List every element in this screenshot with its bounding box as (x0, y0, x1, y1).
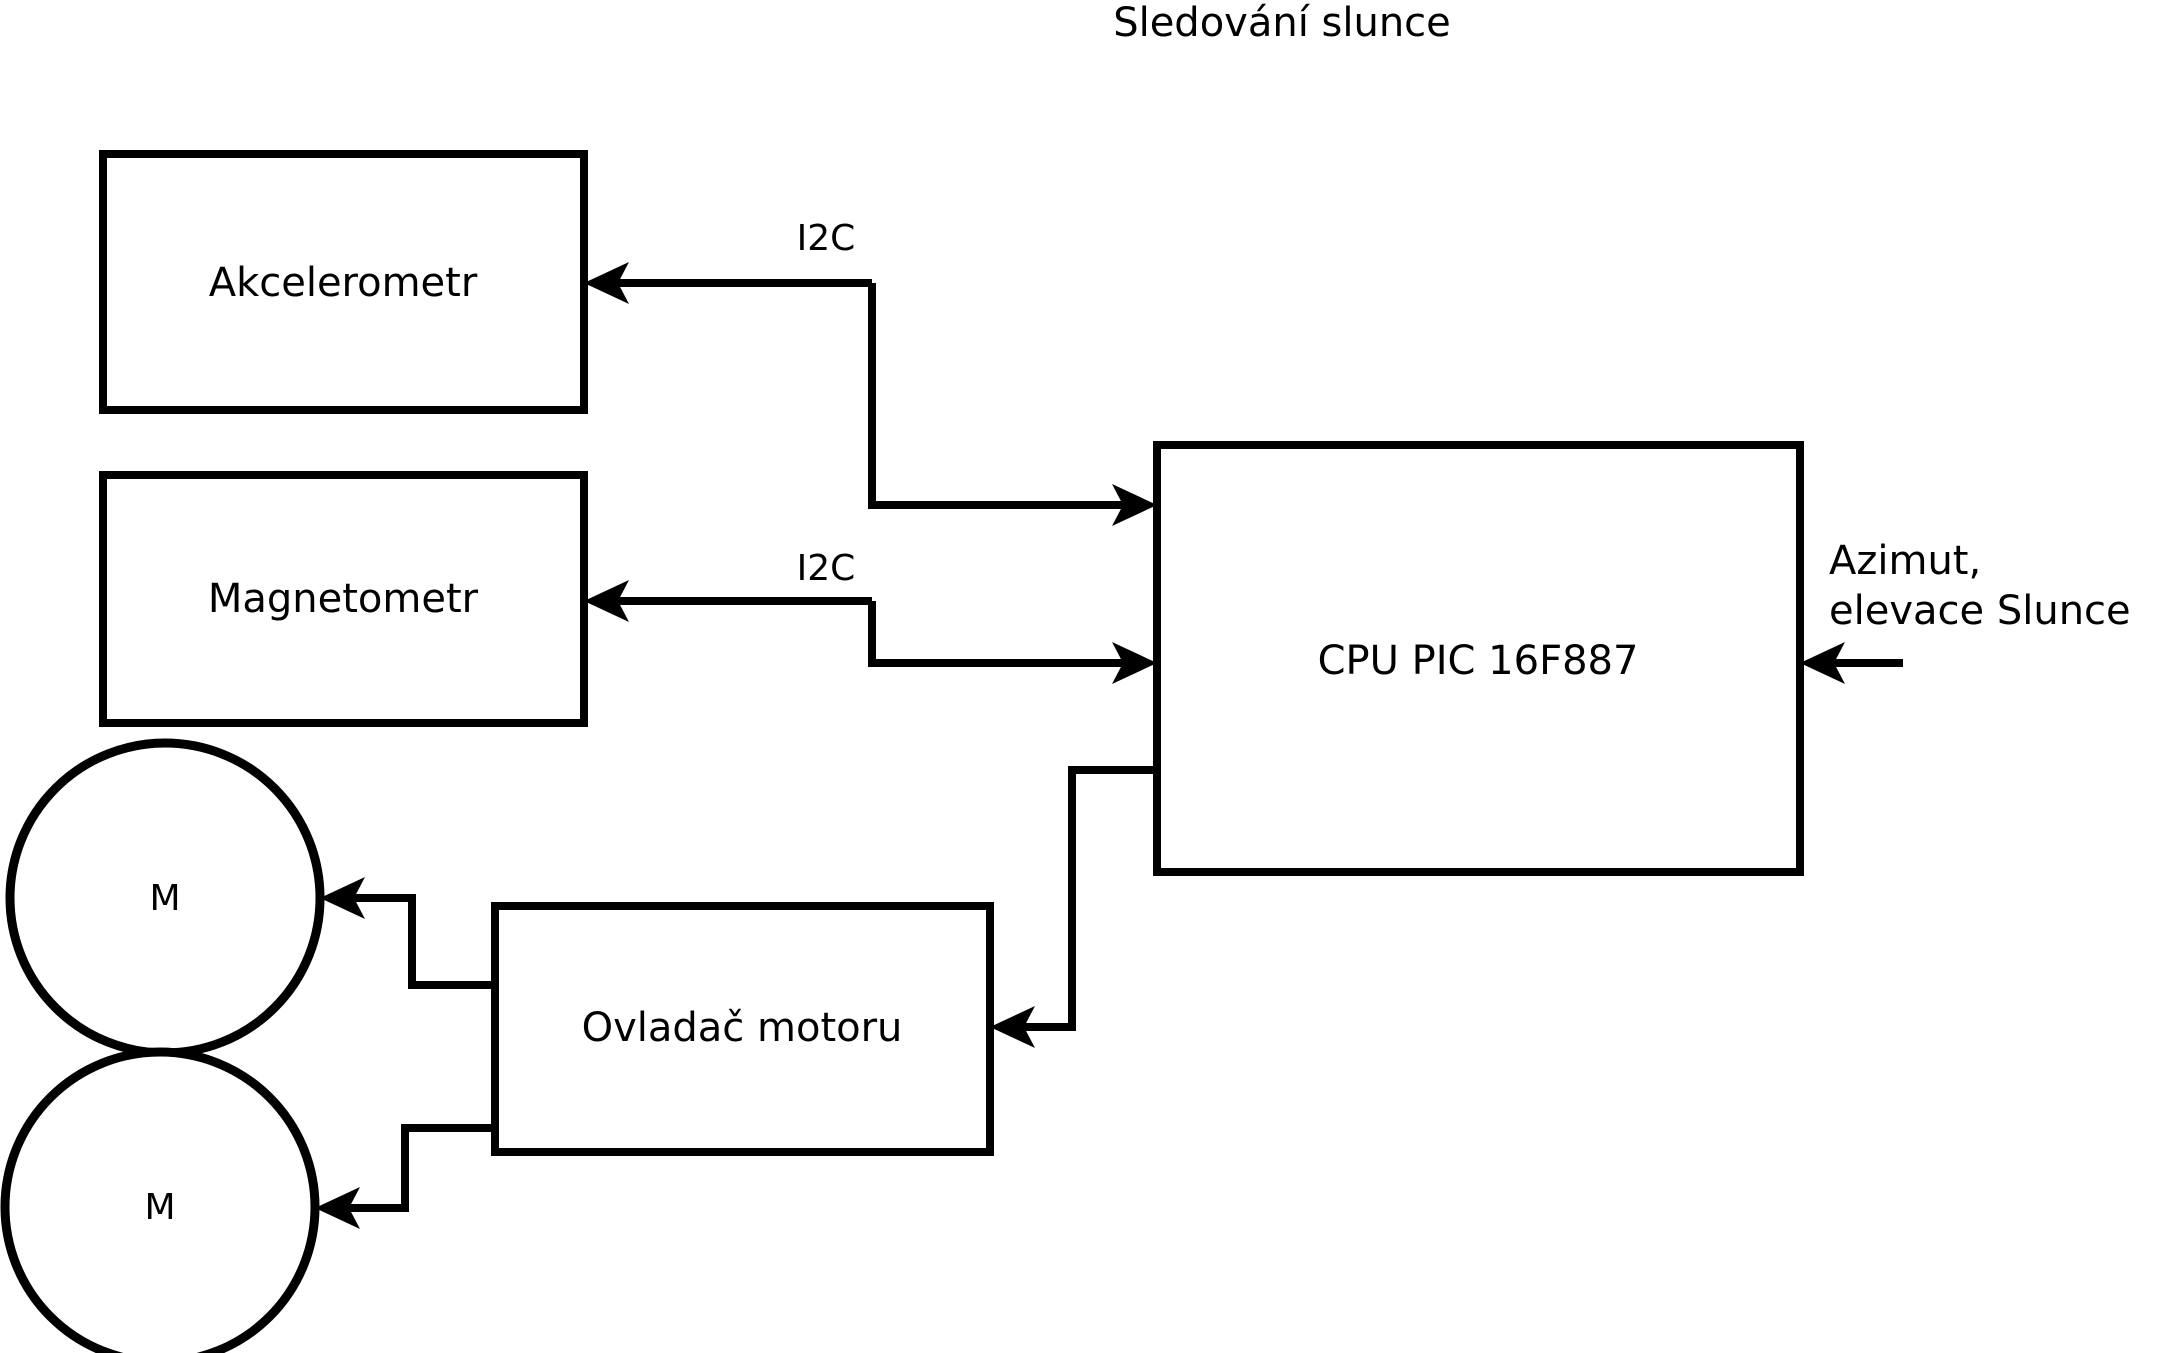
node-motor-2[interactable]: M (0, 1047, 320, 1353)
connector-line (341, 894, 495, 989)
node-motor-1[interactable]: M (5, 738, 325, 1058)
page-title: Sledování slunce (1113, 0, 1451, 46)
arrow-head-left-icon (584, 580, 629, 622)
edge-label-i2c-accelerometer: I2C (797, 218, 856, 259)
node-accelerometer-label: Akcelerometr (209, 260, 478, 306)
node-motor-1-label: M (149, 878, 180, 919)
connector-line (1011, 766, 1157, 1031)
node-magnetometer[interactable]: Magnetometr (99, 471, 588, 727)
node-accelerometer[interactable]: Akcelerometr (99, 150, 588, 414)
edge-label-i2c-magnetometer: I2C (797, 548, 856, 589)
node-motor-2-label: M (144, 1187, 175, 1228)
node-cpu[interactable]: CPU PIC 16F887 (1153, 441, 1804, 876)
node-cpu-box[interactable] (1153, 441, 1804, 876)
sun-input-label-line1: Azimut, (1829, 538, 1981, 584)
connector-motor-driver-to-motor-2 (315, 1124, 495, 1229)
connector-line (868, 283, 1136, 509)
arrow-head-left-icon (320, 877, 365, 919)
node-motor-driver[interactable]: Ovladač motoru (491, 902, 994, 1156)
arrow-head-left-icon (315, 1187, 360, 1229)
connector-accelerometer-bus-to-cpu (868, 283, 1157, 526)
arrow-head-left-icon (584, 262, 629, 304)
arrow-head-right-icon (1112, 484, 1157, 526)
node-accelerometer-box[interactable] (99, 150, 588, 414)
arrow-head-right-icon (1112, 642, 1157, 684)
connector-line (868, 601, 1136, 667)
connector-cpu-to-motor-driver (990, 766, 1157, 1048)
sun-input-label-line2: elevace Slunce (1829, 588, 2131, 634)
node-motor-2-circle[interactable] (0, 1047, 320, 1353)
arrow-head-left-icon (990, 1006, 1035, 1048)
node-magnetometer-label: Magnetometr (208, 576, 479, 622)
connector-cpu-to-accelerometer (584, 262, 872, 304)
connector-magnetometer-bus-to-cpu (868, 601, 1157, 684)
node-magnetometer-box[interactable] (99, 471, 588, 727)
connector-cpu-to-magnetometer (584, 580, 872, 622)
connector-line (336, 1124, 495, 1212)
node-motor-driver-label: Ovladač motoru (582, 1005, 903, 1051)
connector-motor-driver-to-motor-1 (320, 877, 495, 989)
node-cpu-label: CPU PIC 16F887 (1318, 638, 1639, 684)
arrow-head-left-icon (1800, 642, 1845, 684)
node-motor-driver-box[interactable] (491, 902, 994, 1156)
connector-sun-to-cpu (1800, 642, 1903, 684)
